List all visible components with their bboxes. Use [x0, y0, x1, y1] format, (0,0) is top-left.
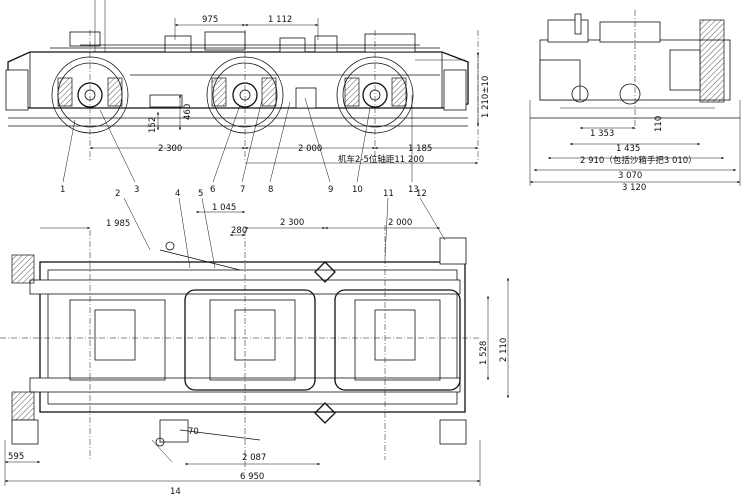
- dim-1185: 1 185: [408, 144, 432, 154]
- dim-1353: 1 353: [590, 129, 614, 139]
- dim-1435: 1 435: [616, 144, 640, 154]
- callouts: 1 2 3 4 5 6 7 8 9 10 11 12 13 14: [60, 185, 427, 497]
- dim-2087: 2 087: [242, 453, 266, 463]
- callout-7: 7: [240, 185, 245, 195]
- callout-3: 3: [134, 185, 139, 195]
- dim-70: 70: [188, 427, 199, 437]
- callout-6: 6: [210, 185, 215, 195]
- callout-1: 1: [60, 185, 65, 195]
- dim-2910: 2 910（包括沙箱手把3 010）: [580, 155, 697, 166]
- dim-axle-span: 机车2-5位轴距11 200: [338, 154, 424, 165]
- dim-6950: 6 950: [240, 472, 264, 482]
- callout-5: 5: [198, 189, 203, 199]
- dim-460: 460: [183, 104, 193, 120]
- plan-view: 1 985 1 045 280 2 300 2 000 1 528 2 110 …: [0, 197, 510, 486]
- dim-1985: 1 985: [106, 219, 130, 229]
- dim-plan-2300: 2 300: [280, 218, 304, 228]
- callout-13: 13: [408, 185, 419, 195]
- callout-9: 9: [328, 185, 333, 195]
- dim-975: 975: [202, 15, 218, 25]
- dim-1210: 1 210±10: [481, 76, 491, 118]
- callout-2: 2: [115, 189, 120, 199]
- callout-8: 8: [268, 185, 273, 195]
- dim-110: 110: [654, 116, 664, 132]
- dim-1112: 1 112: [268, 15, 292, 25]
- dim-plan-2000: 2 000: [388, 218, 412, 228]
- dim-152: 152: [148, 117, 158, 133]
- dim-280: 280: [231, 226, 247, 236]
- dim-side-2000: 2 000: [298, 144, 322, 154]
- callout-4: 4: [175, 189, 180, 199]
- dim-3120: 3 120: [622, 183, 646, 193]
- dim-1045: 1 045: [212, 203, 236, 213]
- callout-12: 12: [416, 189, 427, 199]
- dim-side-2300: 2 300: [158, 144, 182, 154]
- dim-595: 595: [8, 452, 24, 462]
- dim-3070: 3 070: [618, 171, 642, 181]
- end-view: 1 353 110 1 435 2 910（包括沙箱手把3 010） 3 070…: [529, 10, 741, 193]
- callout-11: 11: [383, 189, 394, 199]
- springs: [57, 77, 407, 107]
- side-view: 975 1 112 460 152 2 300 2 000 1 185 机车2-…: [5, 0, 491, 183]
- callout-14: 14: [170, 487, 181, 497]
- dim-2110: 2 110: [499, 338, 509, 362]
- callout-10: 10: [352, 185, 363, 195]
- dim-1528: 1 528: [479, 341, 489, 365]
